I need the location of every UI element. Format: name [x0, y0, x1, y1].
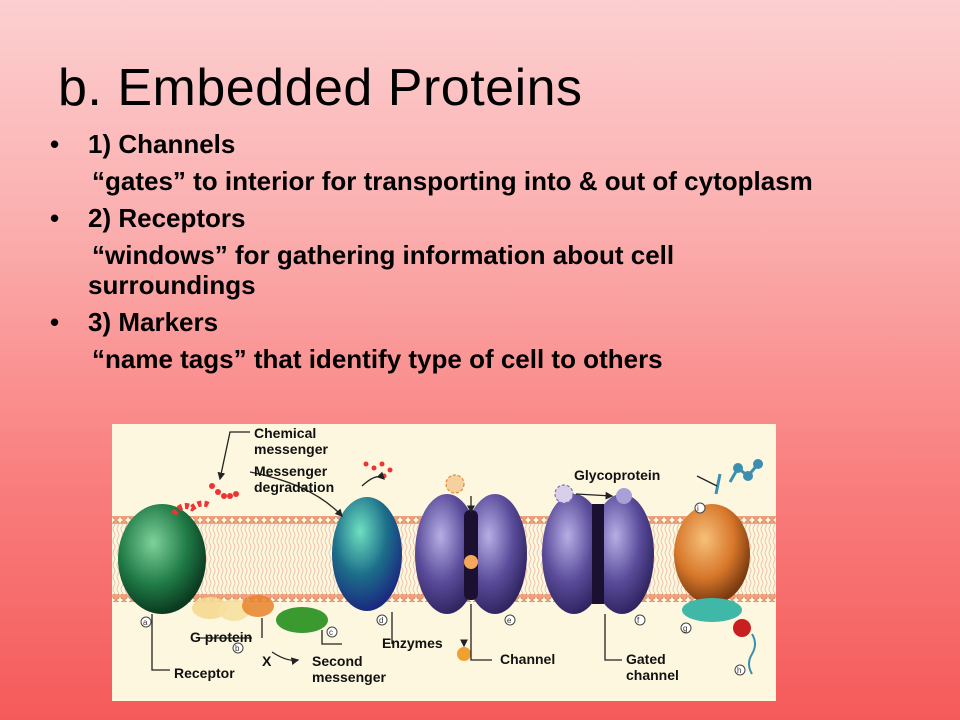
svg-text:d: d: [379, 616, 383, 625]
svg-text:a: a: [143, 618, 148, 627]
bullet-description: “gates” to interior for transporting int…: [50, 166, 848, 196]
bullet-heading: 3) Markers: [88, 307, 219, 337]
bullet-dot: •: [50, 129, 60, 159]
bullet-channels: • 1) Channels: [50, 128, 930, 160]
ligand-after-icon: [616, 488, 632, 504]
label-glycoprotein: Glycoprotein: [574, 467, 660, 483]
slide-title: b. Embedded Proteins: [58, 59, 583, 117]
label-channel: Channel: [500, 651, 555, 667]
label-receptor: Receptor: [174, 665, 235, 681]
svg-text:b: b: [235, 644, 240, 653]
membrane-protein-diagram: a b c d e f g h i Chemical messenger Mes…: [112, 424, 776, 701]
label-messenger-degradation-2: degradation: [254, 479, 334, 495]
svg-text:i: i: [697, 504, 699, 513]
bullet-heading: 1) Channels: [88, 129, 236, 159]
enzyme-protein: [332, 497, 402, 611]
label-g-protein: G protein: [190, 629, 252, 645]
ion-before-icon: [445, 474, 465, 494]
bullet-heading: 2) Receptors: [88, 203, 246, 233]
bullet-list: • 1) Channels “gates” to interior for tr…: [50, 128, 930, 380]
bullet-description: “windows” for gathering information abou…: [50, 240, 848, 300]
bullet-dot: •: [50, 203, 60, 233]
description-text: “name tags” that identify type of cell t…: [92, 344, 663, 374]
label-second-messenger-2: messenger: [312, 669, 386, 685]
bullet-description: “name tags” that identify type of cell t…: [50, 344, 848, 374]
ion-after-icon: [457, 647, 471, 661]
svg-text:c: c: [329, 628, 333, 637]
label-gated-channel-2: channel: [626, 667, 679, 683]
marker-letters: a b c d e f g h i: [140, 502, 746, 676]
svg-text:g: g: [683, 624, 687, 633]
channel-protein: [415, 494, 527, 614]
label-chemical-messenger: Chemical: [254, 425, 316, 441]
label-x: X: [262, 653, 272, 669]
marker-protein: [674, 459, 763, 675]
gated-channel-protein: [542, 494, 654, 614]
diagram-svg: a b c d e f g h i Chemical messenger Mes…: [112, 425, 776, 685]
label-second-messenger: Second: [312, 653, 363, 669]
description-text: “gates” to interior for transporting int…: [92, 166, 813, 196]
bullet-receptors: • 2) Receptors: [50, 202, 930, 234]
messenger-dots: [209, 461, 393, 499]
label-messenger-degradation: Messenger: [254, 463, 328, 479]
second-messenger-enzyme: [276, 607, 328, 633]
svg-text:h: h: [737, 666, 741, 675]
svg-text:e: e: [507, 616, 512, 625]
bullet-markers: • 3) Markers: [50, 306, 930, 338]
label-enzymes: Enzymes: [382, 635, 443, 651]
receptor-protein: [118, 500, 212, 614]
description-text: “windows” for gathering information abou…: [88, 240, 675, 300]
g-protein: [192, 595, 274, 621]
label-chemical-messenger-2: messenger: [254, 441, 328, 457]
svg-text:f: f: [637, 616, 640, 625]
ligand-before-icon: [554, 484, 574, 504]
bullet-dot: •: [50, 307, 60, 337]
label-gated-channel: Gated: [626, 651, 666, 667]
